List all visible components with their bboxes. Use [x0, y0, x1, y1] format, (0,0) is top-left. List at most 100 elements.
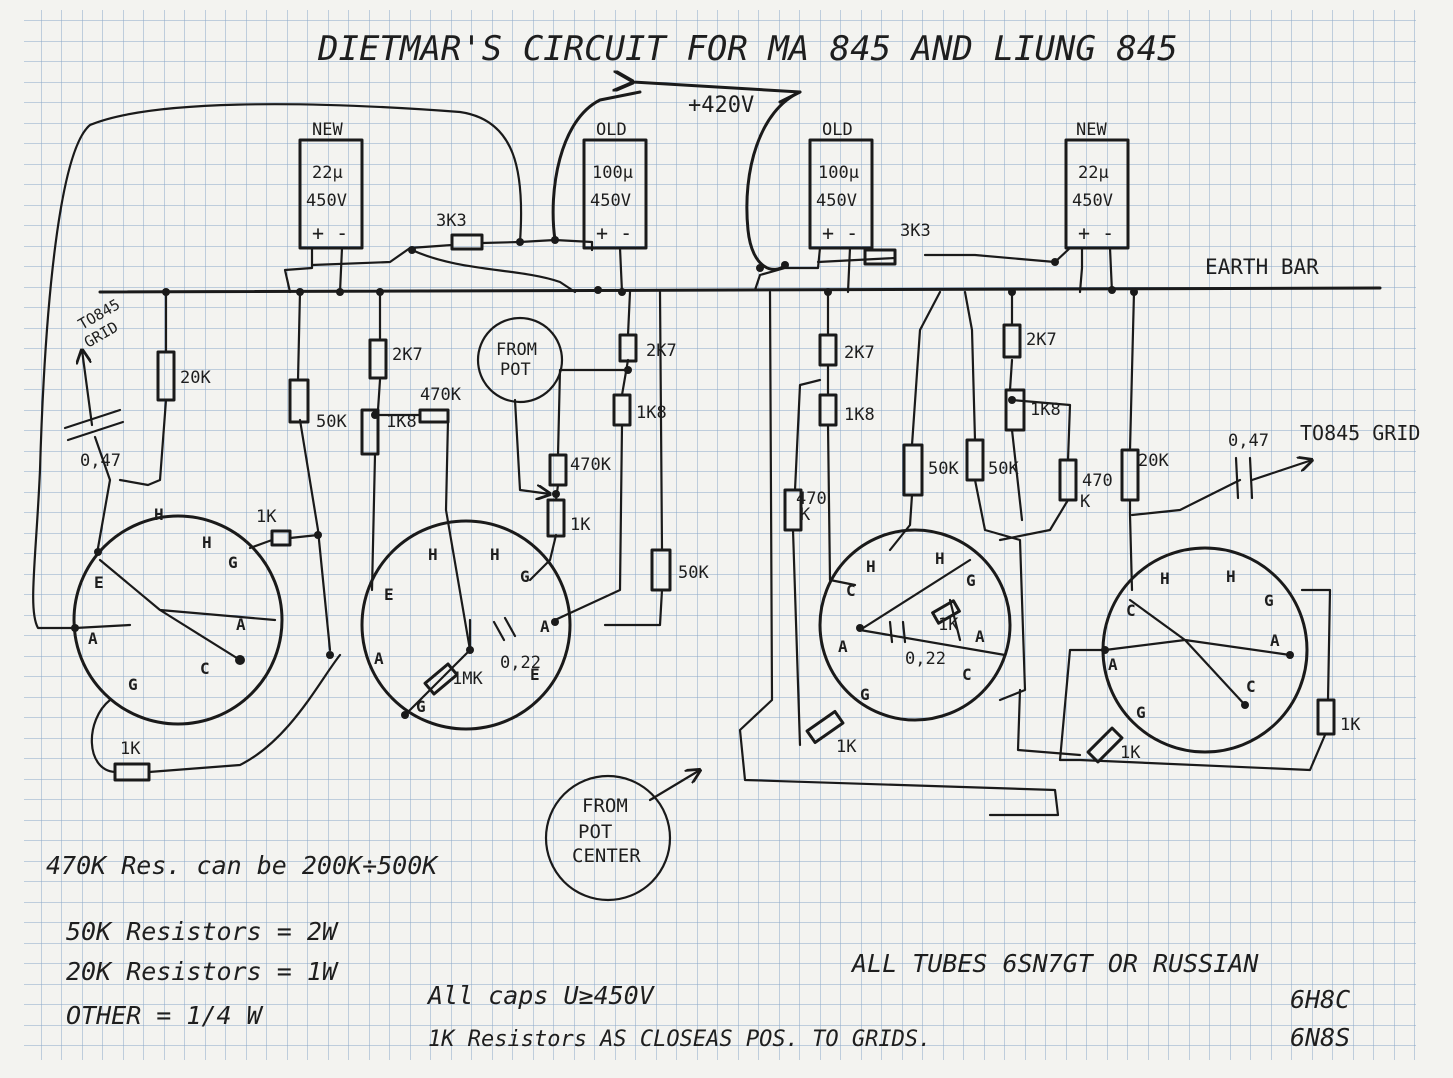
grid-resistor-2: 1K [248, 507, 320, 550]
resistor-470k-3: 470 K [783, 488, 827, 532]
cap-label: 0,22 [500, 653, 541, 673]
resistor-label: 2K7 [392, 345, 423, 365]
tube-2: H H G E A A E G 1MK [360, 519, 572, 731]
resistor-label: 1K [120, 739, 141, 759]
resistor-3k3-left: 3K3 [436, 211, 484, 251]
pin-label: E [530, 665, 540, 684]
grid-resistor-1: 1K [90, 653, 342, 782]
pin-label: H [428, 545, 438, 564]
pin-label: H [1226, 567, 1236, 586]
pin-label: H [1160, 569, 1170, 588]
pin-label: A [1108, 655, 1118, 674]
grid-resistor-5: 1K [1316, 698, 1361, 736]
resistor-2k7-1: 2K7 [368, 338, 423, 380]
pin-label: G [966, 571, 976, 590]
resistor-470k-4: 470 K [1058, 458, 1113, 512]
cap-label: 0,22 [905, 649, 946, 669]
coupling-cap-mid1: 0,22 [492, 616, 541, 673]
resistor-label: 2K7 [844, 343, 875, 363]
resistor-20k-right: 20K [1120, 448, 1169, 502]
resistor-label-bottom: K [800, 505, 811, 525]
resistor-470k-2: 470K [548, 453, 612, 487]
pin-label: C [962, 665, 972, 684]
note-1k: 1K Resistors AS CLOSEAS POS. TO GRIDS. [428, 1027, 931, 1052]
pin-label: C [1126, 601, 1136, 620]
capacitor-voltage: 450V [590, 191, 631, 211]
resistor-label: 3K3 [436, 211, 467, 231]
filter-capacitor-1: NEW 22µ 450V + - [298, 120, 364, 250]
resistor-50k-4: 50K [965, 438, 1019, 482]
capacitor-polarity: + - [1078, 221, 1114, 245]
note-20k: 20K Resistors = 1W [66, 957, 339, 986]
resistor-1k8-4: 1K8 [1004, 388, 1061, 432]
supply-label: +420V [688, 93, 754, 118]
pin-label: E [94, 573, 104, 592]
resistor-label: 50K [988, 459, 1019, 479]
resistor-label: 3K3 [900, 221, 931, 241]
resistor-470k-1: 470K [418, 385, 462, 424]
filter-capacitor-2: OLD 100µ 450V + - [582, 120, 648, 250]
pin-label: G [128, 675, 138, 694]
resistor-label: 50K [678, 563, 709, 583]
resistor-50k-1: 50K [288, 378, 347, 432]
capacitor-polarity: + - [312, 221, 348, 245]
cap-label: 0,47 [1228, 431, 1269, 451]
pin-label: G [228, 553, 238, 572]
resistor-1k8-1: 1K8 [360, 408, 417, 456]
pin-label: G [416, 697, 426, 716]
filter-capacitor-4: NEW 22µ 450V + - [1064, 120, 1130, 250]
callout-from-pot: FROM POT [476, 316, 564, 494]
note-50k: 50K Resistors = 2W [66, 917, 339, 946]
resistor-label: 1K8 [636, 403, 667, 423]
pin-label: H [935, 549, 945, 568]
capacitor-voltage: 450V [816, 191, 857, 211]
note-tubes: ALL TUBES 6SN7GT OR RUSSIAN [850, 949, 1259, 978]
stage-wiring [118, 290, 1332, 817]
resistor-label: 20K [1138, 451, 1169, 471]
notes-block: 470K Res. can be 200K÷500K 50K Resistors… [46, 851, 1350, 1052]
resistor-label: 2K7 [1026, 330, 1057, 350]
resistor-label: 1K [1120, 743, 1141, 763]
resistor-label: 1K [938, 615, 959, 635]
pin-label: A [374, 649, 384, 668]
pin-label: A [1270, 631, 1280, 650]
note-tubes-alt2: 6N8S [1290, 1023, 1350, 1052]
capacitor-voltage: 450V [306, 191, 347, 211]
callout-to-845-grid-right: TO845 GRID [1300, 421, 1420, 445]
pin-label: G [1264, 591, 1274, 610]
pin-label: A [975, 627, 985, 646]
callout-line-3: CENTER [572, 845, 641, 867]
capacitor-voltage: 450V [1072, 191, 1113, 211]
resistor-2k7-3: 2K7 [818, 333, 875, 367]
callout-line-2: POT [578, 821, 612, 843]
capacitor-status: OLD [596, 120, 627, 140]
callout-line-1: FROM [496, 340, 537, 360]
callout-from-pot-center: FROM POT CENTER [544, 770, 700, 902]
note-caps: All caps U≥450V [426, 981, 656, 1010]
capacitor-value: 100µ [592, 163, 633, 183]
capacitor-value: 100µ [818, 163, 859, 183]
supply-wiring [32, 103, 1114, 630]
coupling-cap-right: 0,47 [1228, 431, 1312, 500]
resistor-50k-3: 50K [902, 443, 959, 497]
capacitor-status: NEW [312, 120, 343, 140]
tube-1: H H G E A A C G [72, 505, 284, 726]
resistor-50k-2: 50K [650, 548, 709, 592]
pin-label: G [860, 685, 870, 704]
resistor-3k3-right: 3K3 [863, 221, 931, 266]
capacitor-value: 22µ [312, 163, 343, 183]
capacitor-value: 22µ [1078, 163, 1109, 183]
note-470k: 470K Res. can be 200K÷500K [46, 851, 439, 880]
pin-label: G [520, 567, 530, 586]
junctions [71, 236, 1294, 719]
filter-capacitor-3: OLD 100µ 450V + - [808, 120, 874, 250]
pin-label: H [490, 545, 500, 564]
pin-label: A [236, 615, 246, 634]
resistor-label: 1K8 [844, 405, 875, 425]
note-other: OTHER = 1/4 W [66, 1001, 264, 1030]
tube-3: H H G C A A C G 1K [818, 528, 1012, 722]
pin-label: H [202, 533, 212, 552]
grid-area [24, 10, 1416, 1060]
resistor-label: 2K7 [646, 341, 677, 361]
